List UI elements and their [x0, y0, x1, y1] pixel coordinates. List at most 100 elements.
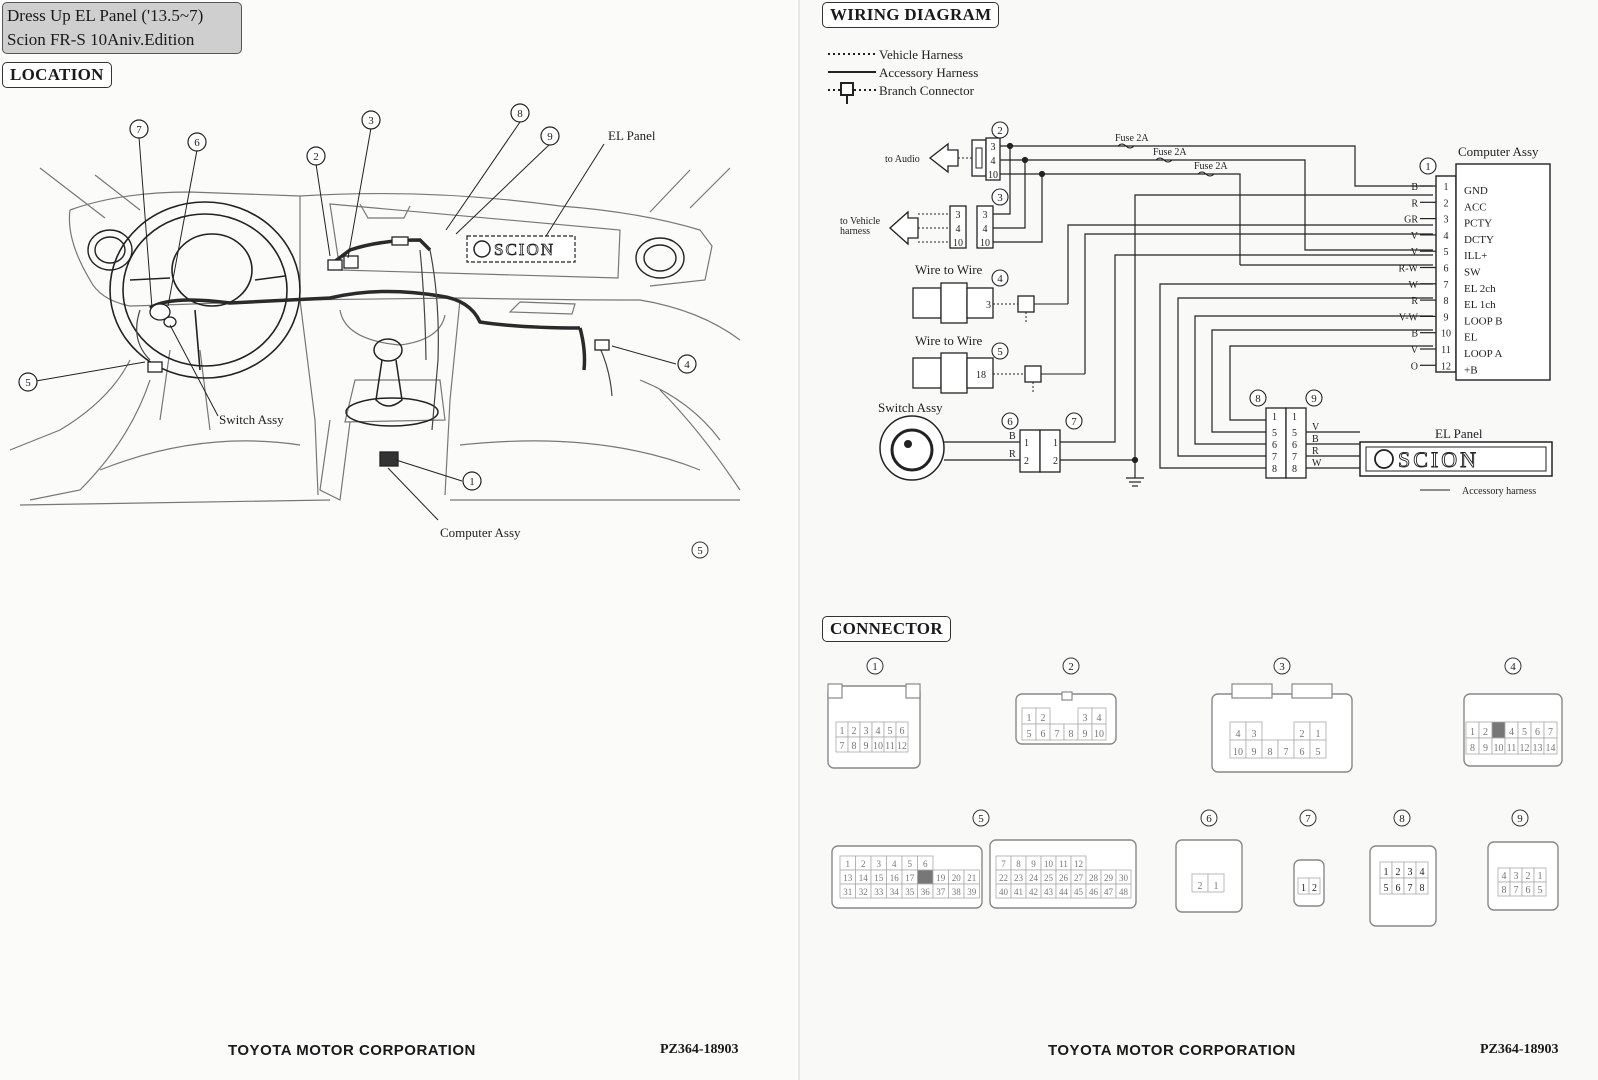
svg-text:35: 35: [905, 887, 915, 897]
connector-pin: 1: [1297, 877, 1310, 895]
pin-number: 5: [1444, 247, 1449, 258]
svg-text:5: 5: [1027, 729, 1032, 740]
connector-pin: 1: [1021, 707, 1037, 725]
connector-pin: 1: [1309, 721, 1327, 741]
svg-text:8: 8: [1470, 743, 1475, 754]
svg-text:17: 17: [905, 873, 915, 883]
connector-pin: 18: [917, 869, 934, 885]
svg-text:18: 18: [921, 873, 931, 883]
svg-text:5: 5: [1538, 885, 1543, 896]
callout-2: 2: [306, 146, 326, 166]
legend-branch-connector: Branch Connector: [879, 83, 975, 98]
conn8-pin: 8: [1272, 464, 1277, 475]
accessory-harness-note: Accessory harness: [1462, 486, 1536, 497]
svg-text:10: 10: [980, 238, 990, 249]
svg-text:6: 6: [1396, 883, 1401, 894]
connector-pin: 4: [1229, 721, 1247, 741]
svg-text:7: 7: [1514, 885, 1519, 896]
connector-pin: 6: [1035, 723, 1051, 741]
connector-pin: 31: [839, 883, 856, 899]
connector-pin: 1: [1465, 721, 1480, 739]
connector-pin: 3: [870, 855, 887, 871]
el-wire-color: V: [1312, 422, 1320, 433]
svg-text:3: 3: [1496, 727, 1501, 738]
connector-number: 5: [697, 545, 703, 557]
wire-to-wire-4: Wire to Wire 4 3: [912, 224, 1433, 324]
connector-pin: 6: [917, 855, 934, 871]
svg-text:10: 10: [953, 238, 963, 249]
scion-logo-wiring: SCION: [1398, 447, 1479, 472]
connector-pin: 1: [839, 855, 856, 871]
connector-pin: 8: [1465, 737, 1480, 755]
gear-shifter: [345, 338, 439, 427]
connector-pin: 10: [1091, 723, 1107, 741]
svg-text:5: 5: [1522, 727, 1527, 738]
svg-text:4: 4: [1502, 871, 1507, 882]
connector-pin: 6: [1530, 721, 1545, 739]
connector-pin: 8: [847, 736, 861, 753]
wire-color: V: [1411, 345, 1419, 356]
wiring-legend: Vehicle Harness Accessory Harness Branch…: [828, 47, 978, 104]
wiring-diagram: Vehicle Harness Accessory Harness Branch…: [828, 47, 1553, 497]
svg-text:48: 48: [1119, 887, 1129, 897]
legend-vehicle-harness: Vehicle Harness: [879, 47, 963, 62]
svg-text:4: 4: [1420, 867, 1425, 878]
connector-number: 8: [1399, 813, 1405, 825]
connector-pin: 45: [1070, 883, 1087, 899]
svg-text:42: 42: [1029, 887, 1038, 897]
connector-pin: 33: [870, 883, 887, 899]
pin-number: 10: [1441, 329, 1451, 340]
svg-text:6: 6: [1300, 747, 1305, 758]
wire-color: GR: [1404, 215, 1418, 226]
svg-text:12: 12: [897, 741, 907, 752]
connector-pin: 7: [1049, 723, 1065, 741]
svg-text:2: 2: [1526, 871, 1531, 882]
connector-pin: 14: [1543, 737, 1558, 755]
pin-number: 12: [1441, 361, 1451, 372]
connector-pin: 5: [883, 721, 897, 738]
connector-pin: 2: [1191, 873, 1209, 893]
svg-text:3: 3: [986, 300, 991, 311]
connector-pin: 10: [1491, 737, 1506, 755]
connector-pin: 3: [1491, 721, 1506, 739]
callout-7: 7: [129, 119, 149, 139]
svg-text:33: 33: [874, 887, 884, 897]
connector-pin: 24: [1025, 869, 1042, 885]
svg-text:5: 5: [908, 859, 913, 869]
svg-text:1: 1: [840, 726, 845, 737]
svg-text:2: 2: [1300, 729, 1305, 740]
air-vents: [87, 229, 685, 279]
connector-number: 5: [978, 813, 984, 825]
connector-pin: 2: [1308, 877, 1321, 895]
svg-text:1: 1: [1384, 867, 1389, 878]
ground-symbol: [1126, 194, 1433, 487]
wire-color: R: [1411, 296, 1418, 307]
pin-function: EL 2ch: [1464, 283, 1496, 295]
connector-pin: 1: [1533, 867, 1547, 883]
svg-text:1: 1: [1027, 713, 1032, 724]
svg-text:37: 37: [936, 887, 946, 897]
svg-text:3: 3: [991, 142, 996, 153]
connector-pin: 25: [1040, 869, 1057, 885]
connector-pin: 32: [855, 883, 872, 899]
connector-pin: 5: [1309, 739, 1327, 759]
pin-number: 11: [1441, 345, 1451, 356]
svg-text:32: 32: [859, 887, 868, 897]
svg-text:2: 2: [861, 859, 866, 869]
connector-pin: 9: [1077, 723, 1093, 741]
switch-assy-label: Switch Assy: [219, 412, 284, 427]
connector-pin: 39: [963, 883, 980, 899]
connector-pin: 41: [1010, 883, 1027, 899]
connector-number: 3: [1279, 661, 1285, 673]
connector-pin: 4: [871, 721, 885, 738]
footer-code-left: PZ364-18903: [660, 1042, 739, 1057]
svg-text:46: 46: [1089, 887, 1099, 897]
computer-assy-title: Computer Assy: [1458, 144, 1539, 159]
conn8-pin: 6: [1272, 440, 1277, 451]
svg-text:10: 10: [1044, 859, 1054, 869]
legend-accessory-harness: Accessory Harness: [879, 65, 978, 80]
